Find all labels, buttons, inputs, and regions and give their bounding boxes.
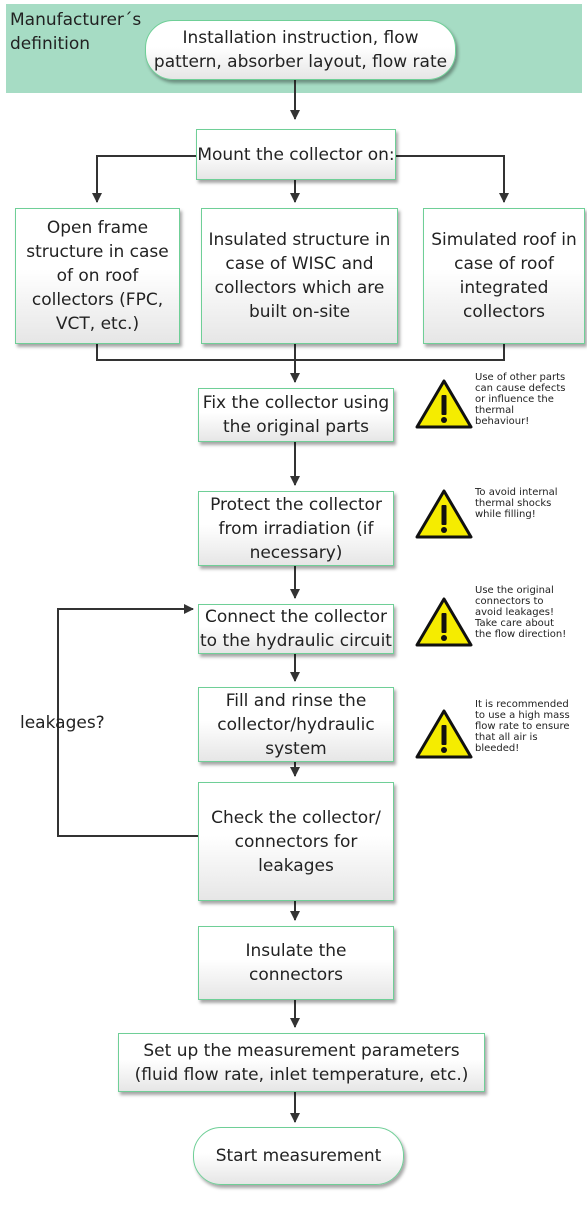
manufacturer-definition-label: Manufacturer´s definition	[10, 8, 141, 56]
note-fix-line3: or influence the	[475, 394, 554, 405]
warning-triangle-icon	[415, 597, 473, 647]
setup-node: Set up the measurement parameters (fluid…	[118, 1033, 485, 1092]
note-protect-line1: To avoid internal	[475, 487, 558, 498]
note-fix-line2: can cause defects	[475, 383, 566, 394]
insulated-line4: built on-site	[248, 302, 351, 322]
fix-line1: Fix the collector using	[202, 393, 390, 413]
warning-note-fix: Use of other parts can cause defects or …	[475, 372, 585, 427]
open-frame-line1: Open frame	[46, 218, 149, 238]
end-line1: Start measurement	[215, 1146, 382, 1166]
open-frame-node: Open frame structure in case of on roof …	[15, 208, 180, 344]
leakages-loop-label: leakages?	[20, 713, 105, 733]
insulate-line1: Insulate the	[245, 941, 347, 961]
check-line1: Check the collector/	[211, 807, 381, 828]
note-fill-line2: to use a high mass	[475, 710, 570, 721]
open-frame-line3: of on roof	[56, 266, 139, 286]
note-fill-line4: that all air is	[475, 732, 538, 743]
protect-line1: Protect the collector	[210, 494, 382, 515]
check-line2: connectors for	[234, 831, 358, 852]
arrow-mount-to-open-frame	[92, 155, 196, 203]
note-fill-line1: It is recommended	[475, 699, 569, 710]
protect-node: Protect the collector from irradiation (…	[198, 491, 394, 566]
manufacturer-label-line2: definition	[10, 34, 91, 54]
protect-line3: necessary)	[249, 542, 343, 563]
simulated-line4: collectors	[463, 302, 545, 322]
insulated-node: Insulated structure in case of WISC and …	[201, 208, 398, 344]
fill-node: Fill and rinse the collector/hydraulic s…	[198, 687, 394, 762]
note-connect-line2: connectors to	[475, 596, 544, 607]
note-connect-line1: Use the original	[475, 585, 554, 596]
warning-note-protect: To avoid internal thermal shocks while f…	[475, 487, 585, 520]
note-connect-line5: the flow direction!	[475, 629, 567, 640]
start-line2: pattern, absorber layout, flow rate	[153, 52, 448, 72]
insulated-line3: collectors which are	[214, 278, 385, 298]
open-frame-line5: VCT, etc.)	[55, 314, 140, 334]
setup-line2: (fluid flow rate, inlet temperature, etc…	[134, 1064, 469, 1085]
note-protect-line3: while filling!	[475, 509, 536, 520]
simulated-line2: case of roof	[454, 254, 554, 274]
insulated-line1: Insulated structure in	[208, 230, 391, 250]
simulated-roof-node: Simulated roof in case of roof integrate…	[423, 208, 585, 344]
warning-note-connect: Use the original connectors to avoid lea…	[475, 585, 585, 640]
connect-line1: Connect the collector	[204, 607, 388, 627]
note-fix-line1: Use of other parts	[475, 372, 566, 383]
insulated-line2: case of WISC and	[225, 254, 374, 274]
arrow-mount-to-simulated	[396, 155, 509, 203]
fill-line3: system	[265, 738, 327, 759]
connect-node: Connect the collector to the hydraulic c…	[198, 604, 394, 654]
note-fix-line4: thermal	[475, 405, 514, 416]
warning-triangle-icon	[415, 379, 473, 429]
fix-node: Fix the collector using the original par…	[198, 388, 394, 442]
warning-triangle-icon	[415, 709, 473, 759]
start-line1: Installation instruction, flow	[182, 28, 419, 48]
start-node: Installation instruction, flow pattern, a…	[145, 20, 456, 80]
check-node: Check the collector/ connectors for leak…	[198, 782, 394, 901]
fix-line2: the original parts	[223, 417, 369, 437]
fill-line2: collector/hydraulic	[217, 714, 375, 735]
open-frame-line4: collectors (FPC,	[31, 290, 164, 310]
simulated-line1: Simulated roof in	[431, 230, 577, 250]
warning-triangle-icon	[415, 489, 473, 539]
fill-line1: Fill and rinse the	[225, 690, 367, 711]
simulated-line3: integrated	[459, 278, 549, 298]
note-connect-line3: avoid leakages!	[475, 607, 554, 618]
insulate-node: Insulate the connectors	[198, 926, 394, 1000]
protect-line2: from irradiation (if	[218, 518, 374, 539]
check-line3: leakages	[258, 855, 334, 876]
note-connect-line4: Take care about	[475, 618, 555, 629]
setup-line1: Set up the measurement parameters	[143, 1040, 460, 1061]
open-frame-line2: structure in case	[26, 242, 169, 262]
arrow-check-loop-to-connect	[57, 604, 198, 837]
note-fill-line3: flow rate to ensure	[475, 721, 570, 732]
note-fix-line5: behaviour!	[475, 416, 530, 427]
end-node: Start measurement	[193, 1127, 404, 1185]
mount-node: Mount the collector on:	[196, 129, 396, 180]
insulate-line2: connectors	[248, 965, 343, 985]
note-protect-line2: thermal shocks	[475, 498, 552, 509]
mount-line1: Mount the collector on:	[197, 144, 395, 165]
warning-note-fill: It is recommended to use a high mass flo…	[475, 699, 585, 754]
note-fill-line5: bleeded!	[475, 743, 520, 754]
manufacturer-label-line1: Manufacturer´s	[10, 10, 142, 30]
merge-line	[96, 344, 505, 361]
connect-line2: to the hydraulic circuit	[200, 631, 392, 651]
